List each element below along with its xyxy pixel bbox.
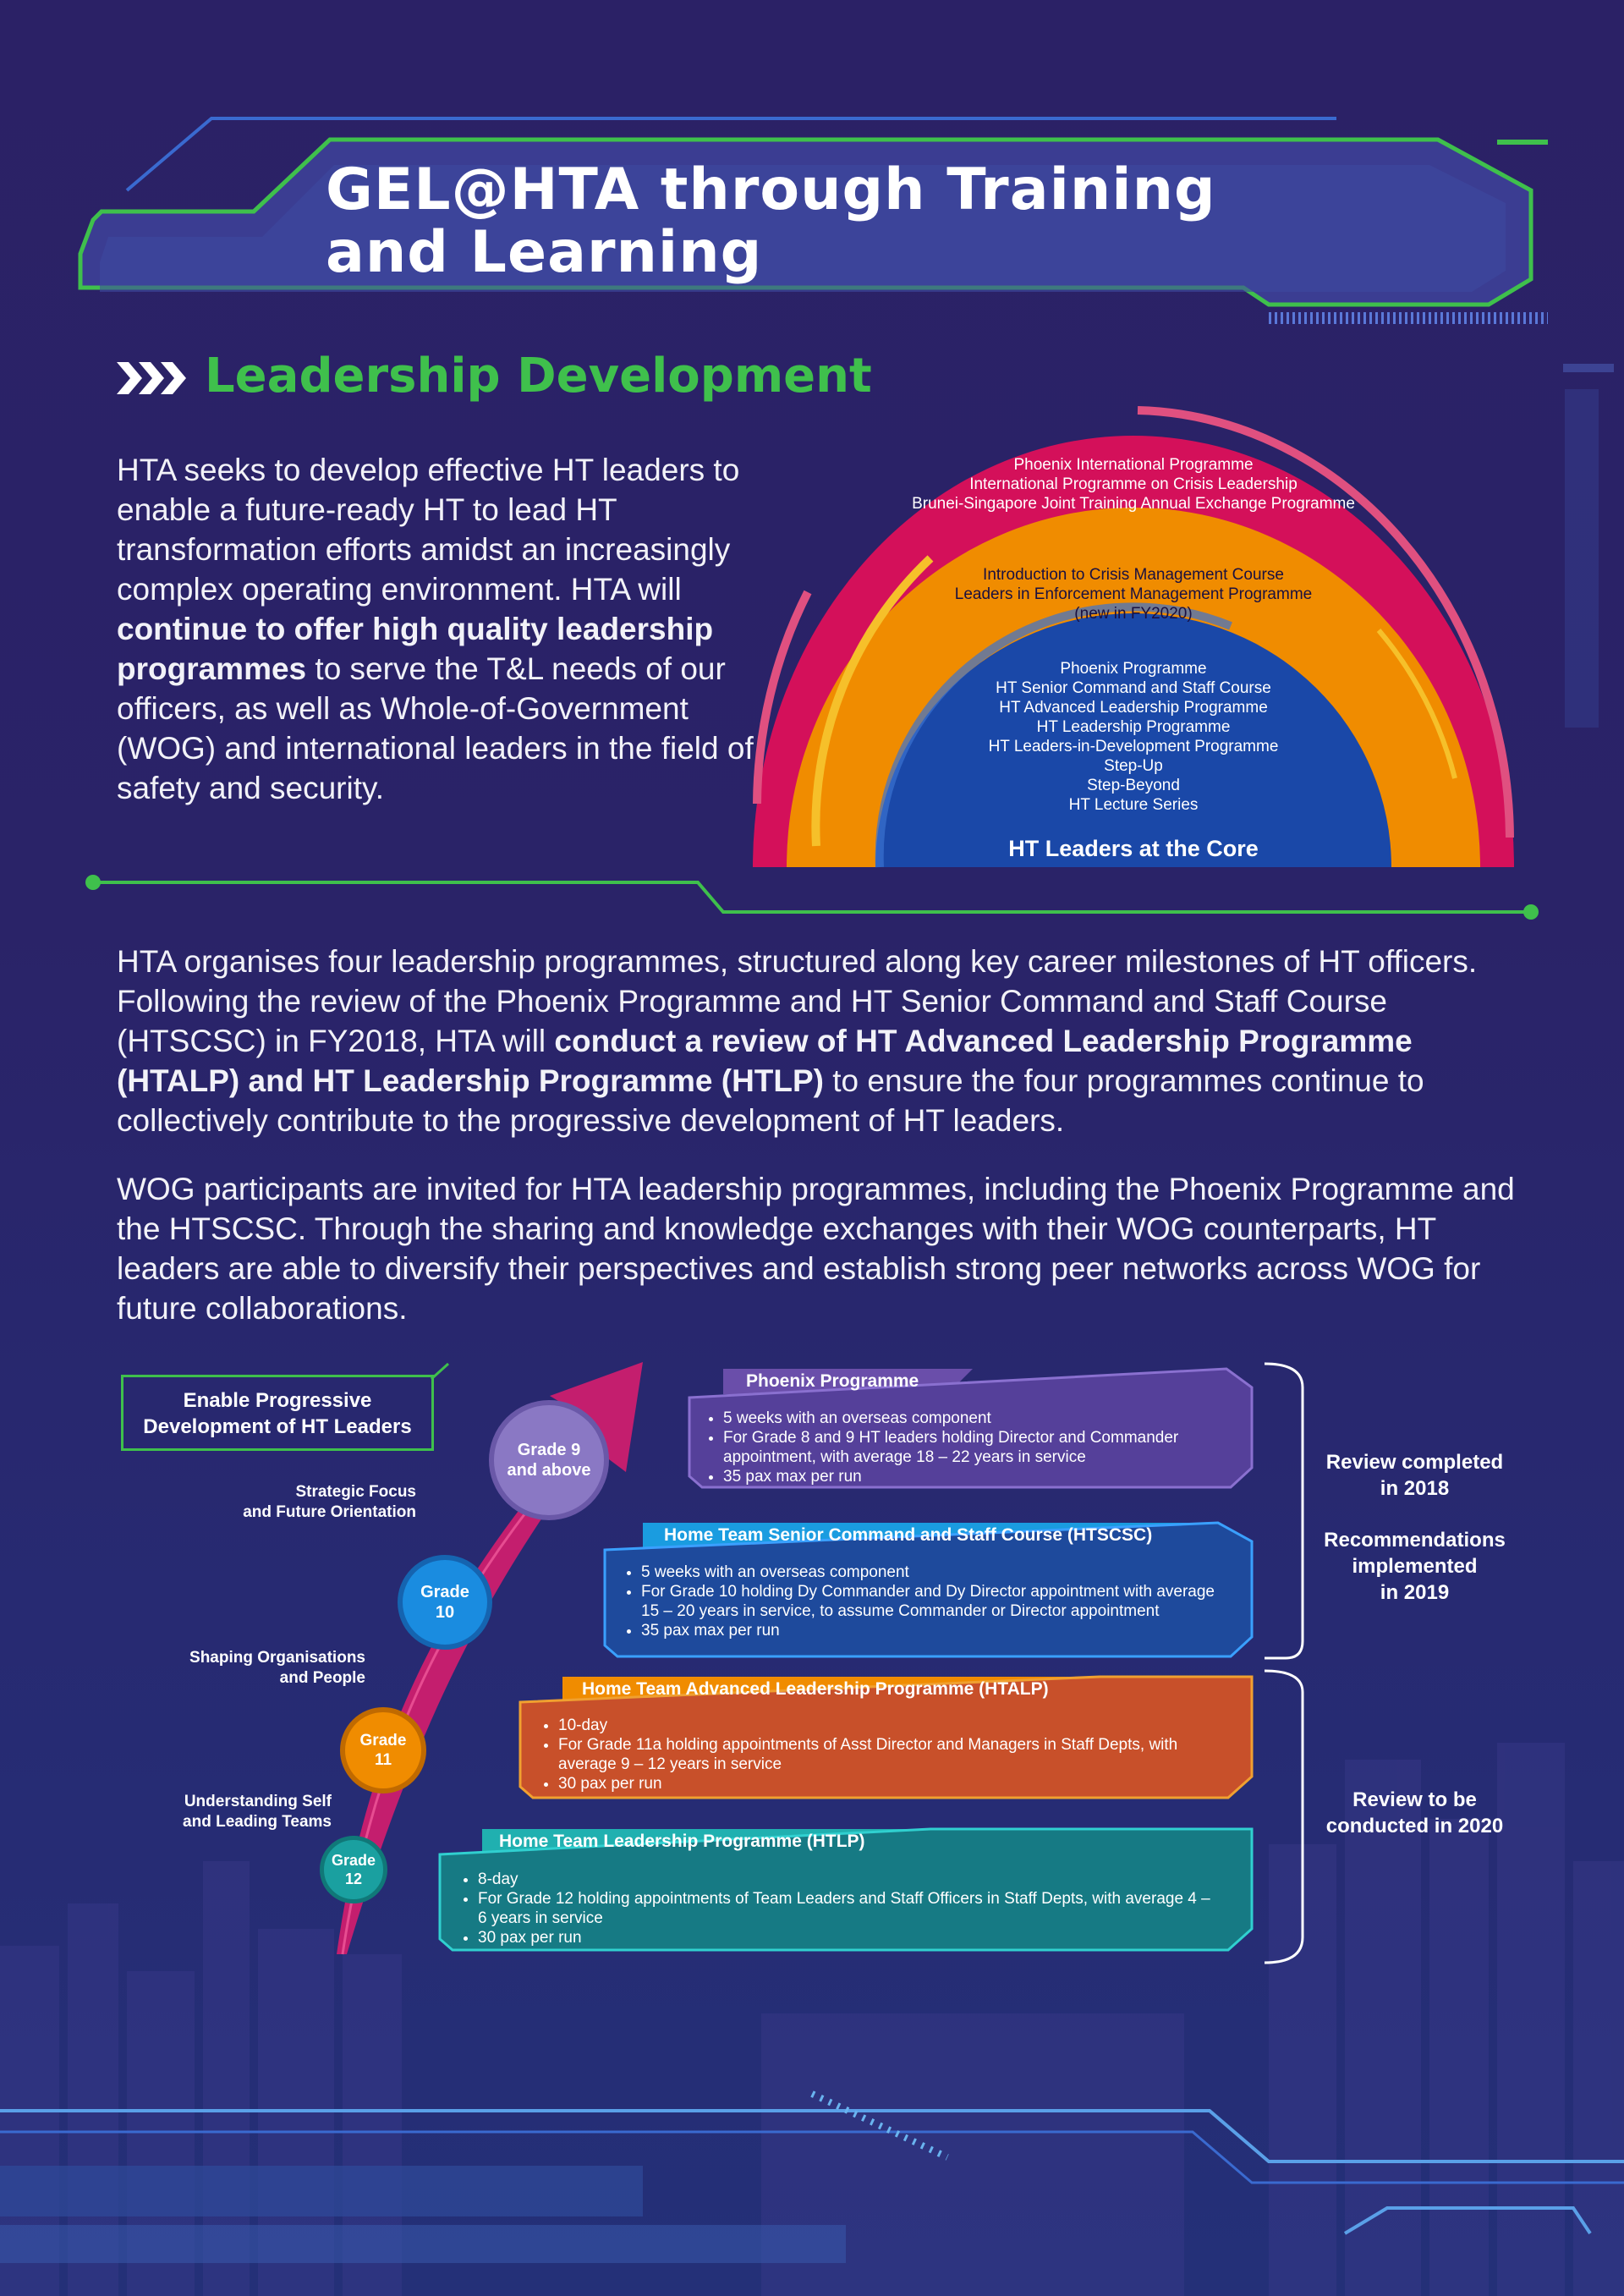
programme-details-phoenix: 5 weeks with an overseas component For G… [706,1409,1231,1486]
grade-line: Grade [359,1732,407,1749]
programmes-paragraph: HTA organises four leadership programmes… [117,942,1538,1140]
programme-title-htlp: Home Team Leadership Programme (HTLP) [499,1832,865,1851]
stage-line: and Future Orientation [243,1503,416,1521]
arc-inner-item: Phoenix Programme [1060,660,1207,678]
arc-inner-item: HT Leaders-in-Development Programme [988,738,1279,755]
grade-line: Grade [331,1852,376,1869]
stage-label-shaping: Shaping Organisations and People [135,1648,365,1689]
stage-line: Strategic Focus [295,1483,416,1501]
arc-inner-list: Phoenix Programme HT Senior Command and … [897,659,1370,815]
chevrons-right-icon [117,362,186,394]
programme-title-htalp: Home Team Advanced Leadership Programme … [582,1679,1049,1699]
arc-outer-item: International Programme on Crisis Leader… [969,475,1298,493]
arc-middle-item: Leaders in Enforcement Management Progra… [954,585,1313,603]
enable-box-line-1: Enable Progressive [183,1389,372,1412]
stage-line: and Leading Teams [183,1813,332,1831]
grade-line: Grade [420,1583,469,1601]
arc-inner-item: Step-Up [1104,757,1163,775]
intro-text-1: HTA seeks to develop effective HT leader… [117,453,740,607]
programme-bullet: 30 pax per run [478,1928,1222,1947]
review-line: Recommendations [1324,1529,1506,1552]
para2-text-1: HTA organises four leadership programmes… [117,944,1478,1058]
recommendations-note: Recommendations implemented in 2019 [1311,1527,1518,1606]
review-completed-note: Review completed in 2018 [1311,1449,1518,1502]
intro-text-2: to serve the T&L needs of our officers, … [117,651,754,805]
review-line: in 2018 [1380,1477,1450,1500]
review-line: conducted in 2020 [1325,1815,1504,1837]
review-line: implemented [1352,1555,1478,1578]
para2-text-2: to ensure the four programmes continue t… [117,1063,1424,1138]
enable-box-line-2: Development of HT Leaders [143,1415,412,1438]
arc-outer-item: Brunei-Singapore Joint Training Annual E… [912,495,1355,513]
grade-line: 12 [344,1870,363,1887]
page-title: GEL@HTA through Training and Learning [326,159,1425,284]
programme-bullet: 35 pax max per run [641,1621,1233,1640]
programme-bullet: 5 weeks with an overseas component [641,1563,1233,1582]
programme-details-htlp: 8-day For Grade 12 holding appointments … [461,1870,1222,1947]
programme-bullet: For Grade 12 holding appointments of Tea… [478,1889,1222,1928]
programme-title-phoenix: Phoenix Programme [746,1371,919,1391]
arc-core-label: HT Leaders at the Core [1008,836,1259,861]
stage-line: Understanding Self [184,1793,332,1810]
programme-details-htscsc: 5 weeks with an overseas component For G… [624,1563,1233,1640]
stage-line: Shaping Organisations [189,1649,365,1667]
programme-bullet: 35 pax max per run [723,1467,1231,1486]
intro-paragraph: HTA seeks to develop effective HT leader… [117,450,760,808]
grade-line: and above [507,1461,591,1480]
grade-line: 11 [374,1751,392,1769]
review-line: Review to be [1352,1788,1477,1811]
programme-bullet: 5 weeks with an overseas component [723,1409,1231,1428]
programme-title-htscsc: Home Team Senior Command and Staff Cours… [664,1525,1153,1545]
stage-label-strategic: Strategic Focus and Future Orientation [186,1482,416,1523]
review-future-note: Review to be conducted in 2020 [1311,1787,1518,1839]
arc-inner-item: HT Advanced Leadership Programme [999,699,1268,717]
programme-bullet: 8-day [478,1870,1222,1889]
arc-outer-list: Phoenix International Programme Internat… [897,455,1370,514]
section-title: Leadership Development [205,349,872,404]
programme-details-htalp: 10-day For Grade 11a holding appointment… [541,1716,1218,1793]
para2-bold: conduct a review of HT Advanced Leadersh… [117,1024,1413,1098]
programme-bullet: For Grade 8 and 9 HT leaders holding Dir… [723,1428,1231,1467]
enable-progressive-box: Enable Progressive Development of HT Lea… [121,1375,434,1451]
wog-paragraph: WOG participants are invited for HTA lea… [117,1172,1515,1326]
programme-bullet: For Grade 10 holding Dy Commander and Dy… [641,1582,1233,1621]
arc-middle-item: (new in FY2020) [1074,605,1193,623]
grade-line: 10 [435,1603,455,1622]
grade-9-badge: Grade 9 and above [489,1400,609,1520]
title-line-2: and Learning [326,219,763,286]
stage-label-understanding: Understanding Self and Leading Teams [102,1792,332,1832]
review-line: Review completed [1325,1451,1504,1474]
programme-bullet: 10-day [558,1716,1218,1735]
intro-bold: continue to offer high quality leadershi… [117,612,714,686]
title-line-1: GEL@HTA through Training [326,157,1216,223]
arc-inner-item: HT Leadership Programme [1036,718,1231,736]
grade-10-badge: Grade 10 [398,1555,492,1650]
grade-line: Grade 9 [517,1441,581,1459]
arc-inner-item: HT Senior Command and Staff Course [996,679,1271,697]
programme-bullet: 30 pax per run [558,1774,1218,1793]
arc-inner-item: Step-Beyond [1087,777,1180,794]
stage-line: and People [279,1669,365,1687]
arc-middle-list: Introduction to Crisis Management Course… [897,565,1370,623]
programme-bullet: For Grade 11a holding appointments of As… [558,1735,1218,1774]
review-line: in 2019 [1380,1581,1450,1604]
arc-inner-item: HT Lecture Series [1068,796,1199,814]
grade-11-badge: Grade 11 [340,1707,426,1793]
arc-outer-item: Phoenix International Programme [1013,456,1254,474]
arc-middle-item: Introduction to Crisis Management Course [983,566,1284,584]
